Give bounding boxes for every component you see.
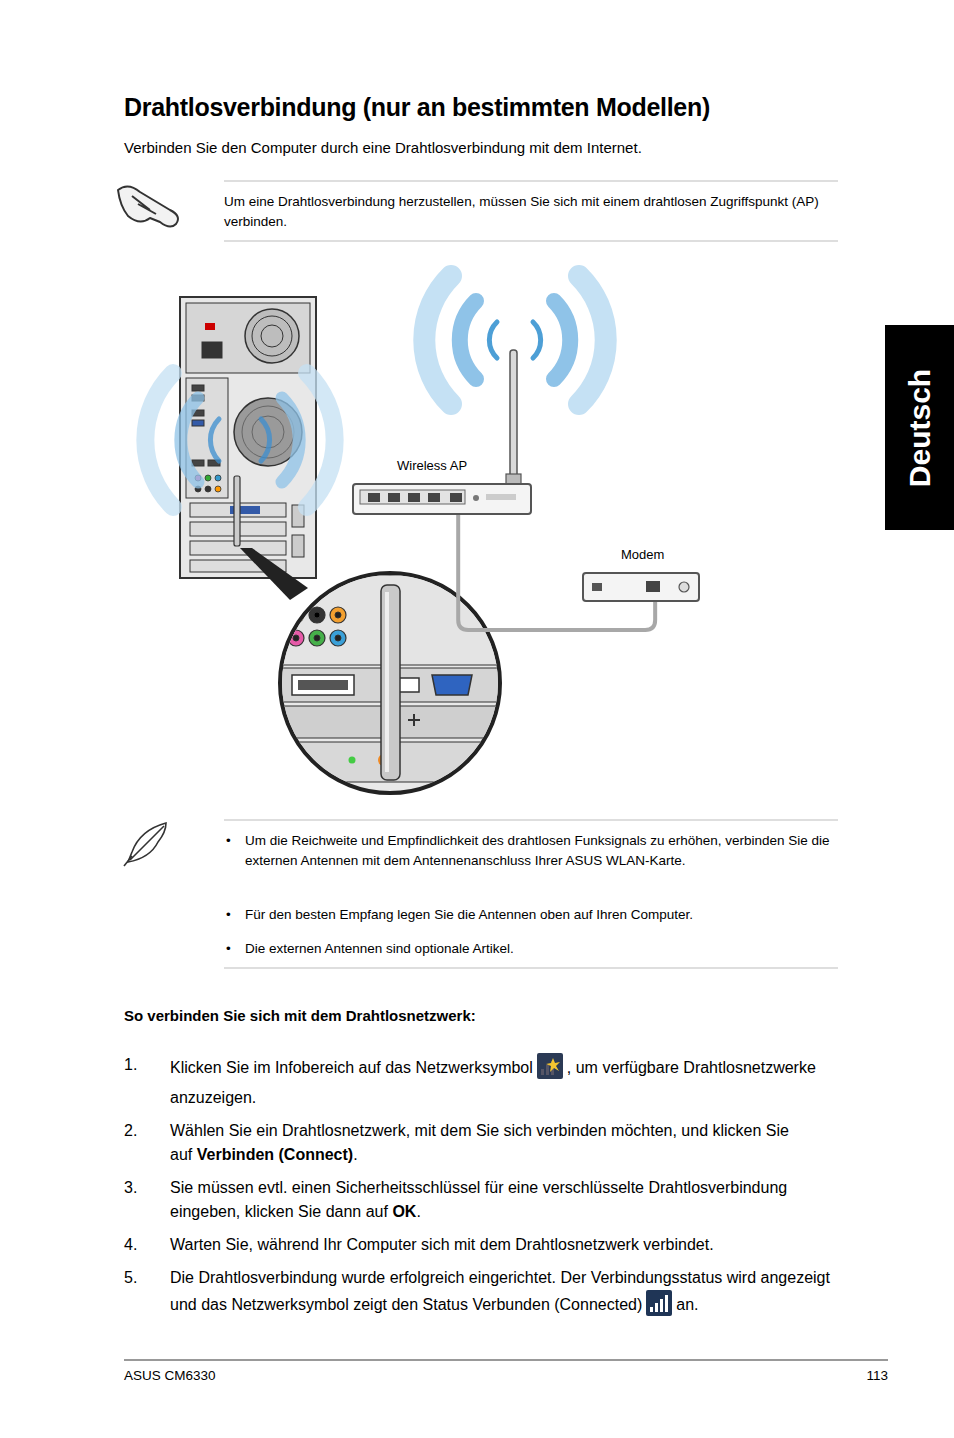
- bullet: •: [226, 831, 238, 851]
- step: 5. Die Drahtlosverbindung wurde erfolgrei…: [124, 1266, 840, 1323]
- tab-label: Deutsch: [903, 368, 937, 486]
- bullet: •: [226, 939, 238, 959]
- step-number: 4.: [124, 1233, 137, 1257]
- intro-text: Verbinden Sie den Computer durch eine Dr…: [124, 138, 864, 158]
- bullet-text: Für den besten Empfang legen Sie die Ant…: [245, 905, 837, 925]
- step: 2.Wählen Sie ein Drahtlosnetzwerk, mit d…: [124, 1119, 840, 1167]
- page-number: 113: [788, 1368, 888, 1383]
- ui-label: OK: [392, 1203, 416, 1220]
- device-label: Wireless AP: [397, 458, 467, 473]
- icon-graphic: [646, 1290, 672, 1316]
- ui-label: Verbinden (Connect): [197, 1146, 353, 1163]
- step-list: 1. Klicken Sie im Infobereich auf das Net…: [124, 1053, 840, 1332]
- language-tab: Deutsch: [885, 325, 954, 530]
- step-text: Klicken Sie im Infobereich auf das Netzw…: [170, 1059, 533, 1076]
- page-title: Drahtlosverbindung (nur an bestimmten Mo…: [124, 93, 710, 122]
- pc-signal-waves: [145, 373, 334, 507]
- section-heading: So verbinden Sie sich mit dem Drahtlosne…: [124, 1006, 844, 1026]
- device-label: Modem: [621, 547, 664, 562]
- step-text: Sie müssen evtl. einen Sicherheitsschlüs…: [170, 1179, 787, 1220]
- note-text: Um eine Drahtlosverbindung herzustellen,…: [224, 192, 829, 232]
- bullet: •: [226, 905, 238, 925]
- icon-graphic: [537, 1053, 563, 1079]
- step: 4. Warten Sie, während Ihr Computer sich …: [124, 1233, 840, 1257]
- bullet-text: Die externen Antennen sind optionale Art…: [245, 939, 837, 959]
- step-text: Warten Sie, während Ihr Computer sich mi…: [170, 1236, 714, 1253]
- footer-model: ASUS CM6330: [124, 1368, 424, 1383]
- step: 1. Klicken Sie im Infobereich auf das Net…: [124, 1053, 840, 1110]
- pc-tower: [180, 297, 316, 578]
- step-number: 1.: [124, 1053, 137, 1077]
- zoom-detail: [280, 573, 500, 793]
- quill-icon: [124, 823, 166, 866]
- step-number: 5.: [124, 1266, 137, 1290]
- bullet-text: Um die Reichweite und Empfindlichkeit de…: [245, 831, 837, 871]
- modem-box: Modem: [582, 572, 700, 602]
- modem-body: [582, 572, 700, 602]
- connected-icon: [646, 1290, 672, 1323]
- step-text: .: [416, 1203, 420, 1220]
- wireless-router: Wireless AP: [352, 483, 532, 515]
- rules: [124, 181, 888, 1360]
- step-text: .: [353, 1146, 357, 1163]
- step-number: 2.: [124, 1119, 137, 1143]
- step: 3. Sie müssen evtl. einen Sicherheitsschl…: [124, 1176, 840, 1224]
- zoom-leader: [240, 548, 308, 600]
- step-text: an.: [676, 1296, 698, 1313]
- step-number: 3.: [124, 1176, 137, 1200]
- network-icon: [537, 1053, 563, 1086]
- hand-icon: [118, 186, 178, 226]
- router-body: [352, 483, 532, 515]
- ap-antenna: [506, 350, 521, 484]
- step-text: Die Drahtlosverbindung wurde erfolgreich…: [170, 1269, 830, 1313]
